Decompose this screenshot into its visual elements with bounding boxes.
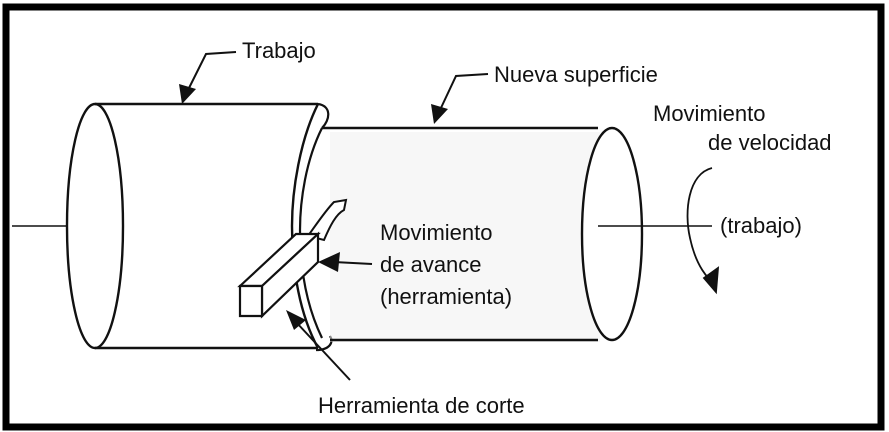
workpiece-cylinder <box>65 102 320 350</box>
label-herramienta-corte: Herramienta de corte <box>318 393 525 418</box>
label-trabajo: Trabajo <box>242 38 316 63</box>
surface-texture <box>330 132 600 342</box>
new-surface-cylinder <box>322 126 644 342</box>
diagram-border <box>2 3 885 431</box>
label-speed-motion-target: (trabajo) <box>720 213 802 238</box>
leader-nueva-superficie <box>431 73 489 124</box>
feed-arrow <box>318 252 373 272</box>
leader-trabajo <box>179 51 237 104</box>
leader-herramienta-corte <box>286 310 351 381</box>
cutting-tool <box>237 231 321 319</box>
chip-curl <box>306 198 348 242</box>
rotation-arrow <box>686 167 720 295</box>
label-feed-motion-2: de avance <box>380 252 482 277</box>
label-nueva-superficie: Nueva superficie <box>494 62 658 87</box>
label-feed-motion-1: Movimiento <box>380 220 492 245</box>
label-speed-motion-2: de velocidad <box>708 130 832 155</box>
label-feed-motion-target: (herramienta) <box>380 284 512 309</box>
label-speed-motion-1: Movimiento <box>653 101 765 126</box>
